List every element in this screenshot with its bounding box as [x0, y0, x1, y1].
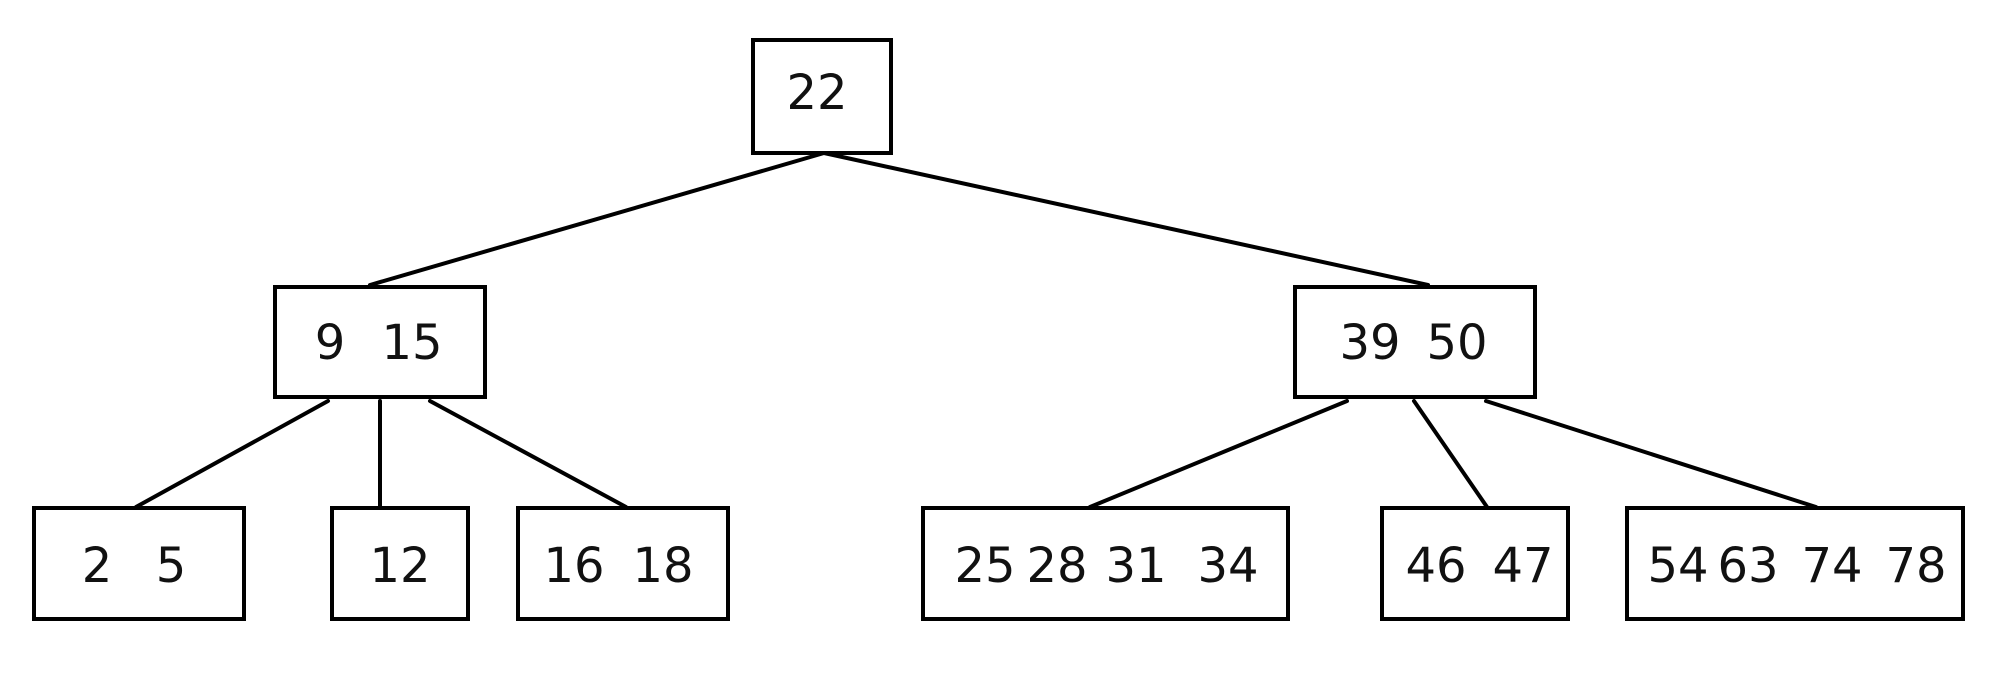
leaf-key-63: 63 — [1717, 538, 1778, 594]
leaf-node-2-5: 2 5 — [32, 506, 246, 621]
leaf-key-34: 34 — [1197, 538, 1258, 594]
leaf-node-25-28-31-34: 25 28 31 34 — [921, 506, 1290, 621]
internal-node-9-15: 9 15 — [273, 285, 487, 399]
edge-node-9-15-to-leaf-16-18 — [428, 399, 628, 509]
leaf-key-28: 28 — [1026, 538, 1087, 594]
leaf-key-47: 47 — [1492, 538, 1553, 594]
internal-key-39: 39 — [1339, 315, 1400, 371]
edge-node-39-50-to-leaf-46-47 — [1412, 399, 1489, 509]
leaf-key-5: 5 — [156, 538, 187, 594]
leaf-node-46-47: 46 47 — [1380, 506, 1570, 621]
leaf-key-16: 16 — [543, 538, 604, 594]
leaf-node-54-63-74-78-box — [1625, 506, 1965, 621]
leaf-key-78: 78 — [1885, 538, 1946, 594]
edge-root-to-node-39-50 — [822, 151, 1430, 287]
leaf-key-74: 74 — [1801, 538, 1862, 594]
leaf-key-18: 18 — [632, 538, 693, 594]
leaf-node-16-18-box — [516, 506, 730, 621]
edge-node-9-15-to-leaf-2-5 — [134, 399, 330, 509]
internal-key-9: 9 — [315, 315, 346, 371]
leaf-key-25: 25 — [954, 538, 1015, 594]
leaf-key-54: 54 — [1647, 538, 1708, 594]
root-node: 22 — [751, 38, 893, 155]
leaf-node-54-63-74-78: 54 63 74 78 — [1625, 506, 1965, 621]
tree-edges — [134, 151, 1818, 509]
edge-node-39-50-to-leaf-25-34 — [1088, 399, 1349, 509]
internal-key-50: 50 — [1426, 315, 1487, 371]
leaf-node-12: 12 — [330, 506, 470, 621]
leaf-node-25-28-31-34-box — [921, 506, 1290, 621]
internal-node-39-50-box — [1293, 285, 1537, 399]
leaf-key-2: 2 — [82, 538, 113, 594]
leaf-key-31: 31 — [1105, 538, 1166, 594]
leaf-node-16-18: 16 18 — [516, 506, 730, 621]
internal-node-39-50: 39 50 — [1293, 285, 1537, 399]
edge-node-39-50-to-leaf-54-78 — [1484, 399, 1818, 509]
leaf-key-46: 46 — [1405, 538, 1466, 594]
root-node-box — [751, 38, 893, 155]
leaf-node-2-5-box — [32, 506, 246, 621]
leaf-node-12-box — [330, 506, 470, 621]
internal-node-9-15-box — [273, 285, 487, 399]
edge-root-to-node-9-15 — [368, 151, 826, 287]
internal-key-15: 15 — [381, 315, 442, 371]
root-key-22: 22 — [786, 65, 847, 121]
leaf-key-12: 12 — [369, 538, 430, 594]
leaf-node-46-47-box — [1380, 506, 1570, 621]
